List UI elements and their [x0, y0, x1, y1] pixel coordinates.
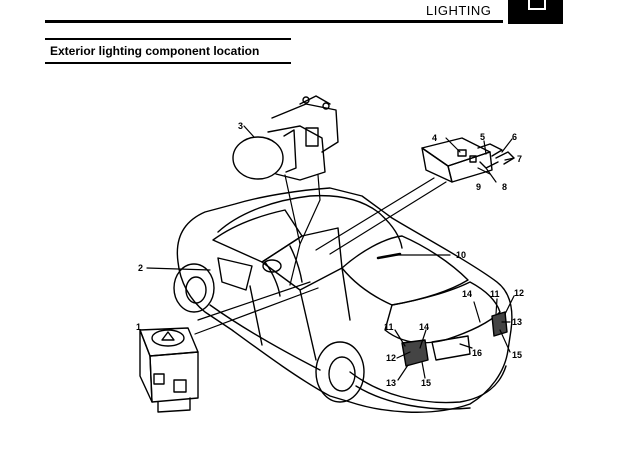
callout-5: 5 [480, 132, 485, 142]
callout-11-left: 11 [384, 322, 394, 332]
callout-11-right: 11 [490, 289, 500, 299]
hazard-switch [139, 327, 199, 413]
callout-3: 3 [238, 121, 243, 131]
leader-lines [146, 125, 515, 381]
callout-labels: 1 2 3 4 5 6 7 8 9 10 11 11 12 12 13 13 1… [136, 121, 524, 388]
callout-9: 9 [476, 182, 481, 192]
header-rule [45, 20, 503, 23]
page-title: Exterior lighting component location [50, 44, 260, 58]
control-module [421, 137, 515, 183]
callout-7: 7 [517, 154, 522, 164]
callout-1: 1 [136, 322, 141, 332]
callout-15-right: 15 [512, 350, 522, 360]
callout-13-right: 13 [512, 317, 522, 327]
title-rule-top [45, 38, 291, 40]
section-tab-mark [528, 0, 546, 10]
callout-4: 4 [432, 133, 437, 143]
callout-15-left: 15 [421, 378, 431, 388]
callout-2: 2 [138, 263, 143, 273]
callout-8: 8 [502, 182, 507, 192]
callout-13-left: 13 [386, 378, 396, 388]
callout-14-right: 14 [462, 289, 472, 299]
callout-10: 10 [456, 250, 466, 260]
car-illustration [173, 187, 513, 413]
callout-16: 16 [472, 348, 482, 358]
callout-12-right: 12 [514, 288, 524, 298]
callout-14-left: 14 [419, 322, 429, 332]
section-header: LIGHTING [426, 3, 492, 18]
callout-12-left: 12 [386, 353, 396, 363]
section-tab [508, 0, 563, 24]
title-rule-bottom [45, 62, 291, 64]
headlamp-bulb-assembly [232, 95, 339, 181]
callout-6: 6 [512, 132, 517, 142]
